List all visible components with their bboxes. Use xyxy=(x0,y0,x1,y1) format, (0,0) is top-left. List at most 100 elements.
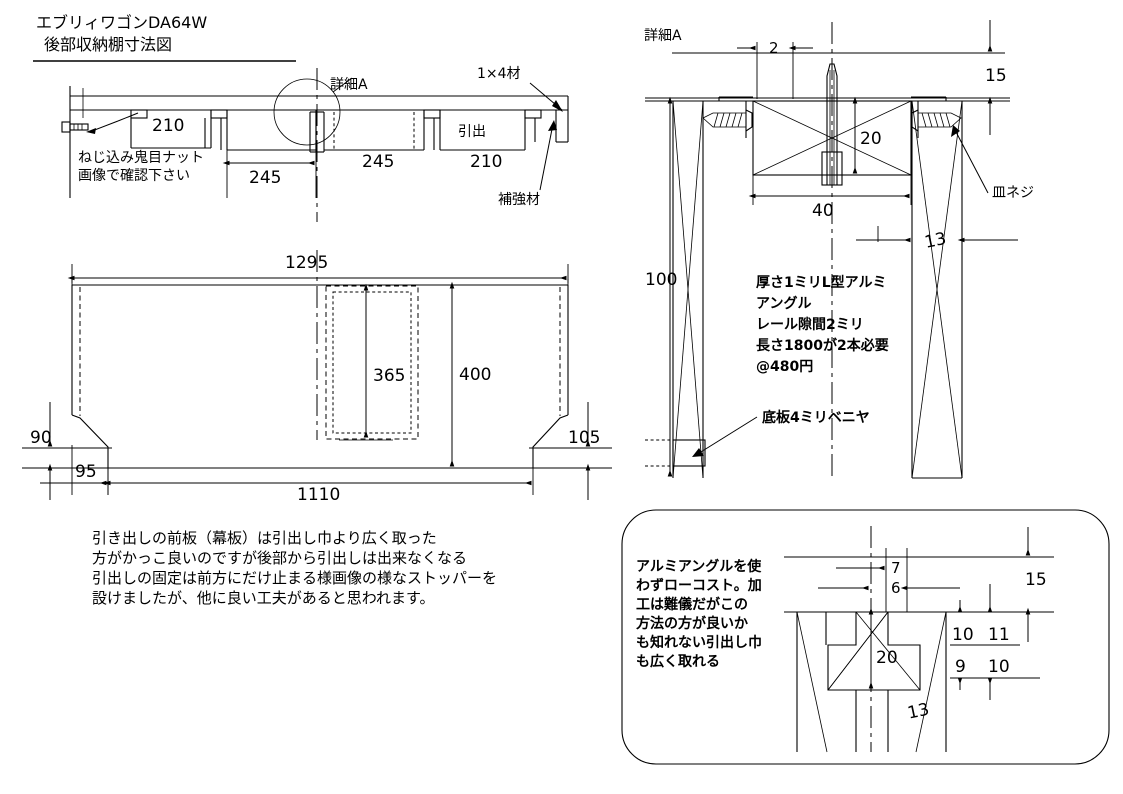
angle-note-line-5: @480円 xyxy=(756,359,813,375)
plan-dim-95: 95 xyxy=(75,462,97,482)
alt-rail-profile xyxy=(827,611,921,752)
plan-view: 1295 1110 95 90 xyxy=(22,250,612,505)
elev-compartment-2 xyxy=(227,110,317,151)
detail-a-bottom-board-label: 底板4ミリベニヤ xyxy=(762,409,870,426)
detail-a-left-member xyxy=(645,100,706,479)
elev-compartment-1 xyxy=(130,109,212,149)
screw-leader xyxy=(954,129,989,194)
plan-dim-95-group: 95 xyxy=(40,445,109,495)
alt-dim-10a: 10 xyxy=(952,625,974,645)
nut-note-line-2: 画像で確認下さい xyxy=(78,168,190,184)
elev-dim-245-left: 245 xyxy=(249,168,281,188)
detail-a-dim-2-group: 2 xyxy=(737,39,813,99)
alt-dim-stack-group: 10 11 9 10 xyxy=(948,584,1050,700)
detail-a-dim-100-group: 100 xyxy=(645,96,677,477)
alt-dim-9: 9 xyxy=(955,657,966,677)
elev-dim-210-right: 210 xyxy=(470,152,502,172)
angle-note-line-3: レール隙間2ミリ xyxy=(756,316,864,333)
plan-opening-outer xyxy=(325,285,419,440)
detail-a-blade-foot xyxy=(821,151,843,186)
alt-dim-6: 6 xyxy=(891,579,901,597)
alt-dim-15: 15 xyxy=(1025,570,1047,590)
bottom-board-leader-arrow xyxy=(692,448,704,457)
plan-dim-1295: 1295 xyxy=(285,253,328,273)
plan-dim-1110: 1110 xyxy=(297,485,340,505)
elev-divider-1 xyxy=(210,109,228,150)
note-line-4: 設けましたが、他に良い工夫があると思われます。 xyxy=(92,589,434,607)
nut-note-line-1: ねじ込み鬼目ナット xyxy=(78,150,204,166)
note-line-2: 方がかっこ良いのですが後部から引出しは出来なくなる xyxy=(92,549,467,567)
material-leader-arrow xyxy=(552,100,563,112)
detail-a-right-member xyxy=(911,100,963,479)
title-line-2: 後部収納棚寸法図 xyxy=(44,35,172,54)
note-line-3: 引出しの固定は前方にだけ止まる様画像の様なストッパーを xyxy=(92,569,497,587)
alt-dim-13: 13 xyxy=(906,700,931,724)
alt-left-member xyxy=(796,611,828,753)
detail-a-callout-circle xyxy=(273,78,341,146)
elev-dim-245-right: 245 xyxy=(362,152,394,172)
elev-reinforcement-label: 補強材 xyxy=(498,192,540,208)
nut-leader xyxy=(91,120,119,132)
alt-dim-10b: 10 xyxy=(988,657,1010,677)
alt-detail-frame xyxy=(621,509,1110,765)
alt-note-line-3: 工は難儀だがこの xyxy=(636,596,748,613)
detail-a-dim-2: 2 xyxy=(769,39,779,57)
plan-opening-inner xyxy=(332,291,412,434)
alt-detail-note: アルミアングルを使 わずローコスト。加 工は難儀だがこの 方法の方が良いか も知… xyxy=(636,558,762,670)
elev-dim-245-left-group: 245 xyxy=(222,150,317,198)
angle-note-line-1: 厚さ1ミリL型アルミ xyxy=(756,274,887,291)
detail-a-screw-label: 皿ネジ xyxy=(992,185,1034,201)
detail-a-dim-40: 40 xyxy=(812,201,834,221)
detail-a-leader xyxy=(332,77,353,93)
reinforcement-leader-arrow xyxy=(548,120,557,131)
detail-a-screw-left xyxy=(702,109,753,132)
alt-dim-7: 7 xyxy=(891,559,901,577)
elev-dim-210-left: 210 xyxy=(152,116,184,136)
plan-left-notch xyxy=(71,414,109,468)
alt-note-line-1: アルミアングルを使 xyxy=(636,558,762,575)
alt-dim-6-group: 6 xyxy=(818,579,960,597)
alt-note-line-5: も知れない引出し巾 xyxy=(636,634,762,651)
detail-a-dim-15: 15 xyxy=(985,66,1007,86)
alt-dim-7-group: 7 xyxy=(836,548,908,612)
elev-compartment-4 xyxy=(440,109,542,151)
alt-dim-11: 11 xyxy=(988,625,1010,645)
insert-nut xyxy=(61,121,89,133)
alt-detail-view: アルミアングルを使 わずローコスト。加 工は難儀だがこの 方法の方が良いか も知… xyxy=(621,509,1110,765)
elev-compartment-3 xyxy=(324,110,425,151)
detail-a-dim-15-group: 15 xyxy=(985,20,1007,135)
reinforcement-leader xyxy=(539,123,554,191)
detail-a-dim-100: 100 xyxy=(645,270,677,290)
detail-a-title: 詳細A xyxy=(644,28,682,44)
detail-a-dim-13-group: 13 xyxy=(856,226,1018,253)
nut-leader-2 xyxy=(117,112,139,122)
screw-leader-arrow xyxy=(951,125,960,137)
plan-dim-90: 90 xyxy=(30,428,52,448)
angle-note-line-4: 長さ1800が2本必要 xyxy=(756,337,889,354)
alt-dim-20: 20 xyxy=(876,648,898,668)
alt-right-member xyxy=(915,611,947,753)
alt-note-line-6: も広く取れる xyxy=(636,653,720,670)
plan-dim-365: 365 xyxy=(373,366,405,386)
detail-a-dim-13: 13 xyxy=(923,229,948,253)
plan-dim-105: 105 xyxy=(568,428,600,448)
bottom-board-leader xyxy=(695,416,758,456)
detail-a-bottom-board xyxy=(672,439,706,467)
detail-a-rail-box xyxy=(718,96,947,176)
detail-a-callout-label: 詳細A xyxy=(330,77,368,93)
plan-dim-400-group: 400 xyxy=(449,281,491,467)
plan-dim-1110-group: 1110 xyxy=(103,468,534,505)
plan-dim-90-group: 90 xyxy=(22,402,112,500)
elev-material-label: 1×4材 xyxy=(477,66,521,82)
nut-leader-arrow xyxy=(86,128,96,134)
notes-block: 引き出しの前板（幕板）は引出し巾より広く取った 方がかっこ良いのですが後部から引… xyxy=(92,529,497,607)
plan-dim-1295-group: 1295 xyxy=(67,253,569,285)
detail-a-dim-20: 20 xyxy=(860,129,882,149)
angle-note-line-2: アングル xyxy=(756,295,811,312)
alt-note-line-4: 方法の方が良いか xyxy=(636,615,748,632)
alt-note-line-2: わずローコスト。加 xyxy=(636,577,762,594)
detail-a-view: 詳細A 15 2 xyxy=(644,20,1034,480)
plan-right-notch xyxy=(532,414,569,468)
detail-a-blade xyxy=(821,63,843,186)
